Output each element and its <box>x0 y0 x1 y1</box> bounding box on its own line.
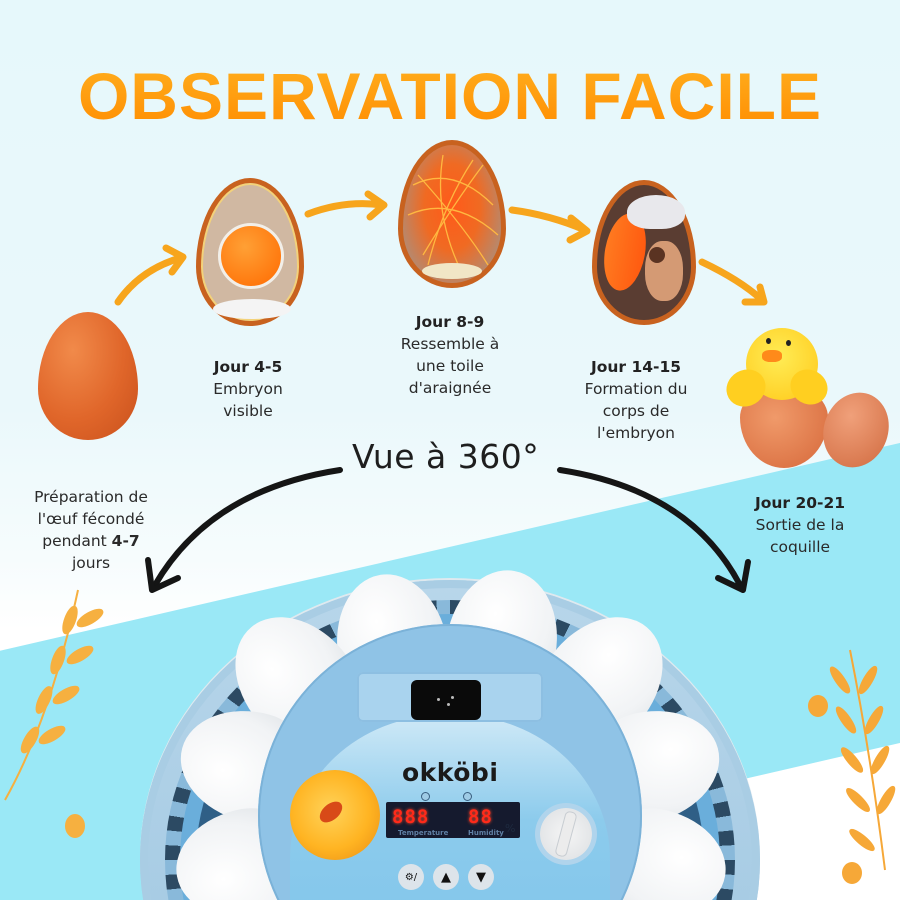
wheat-left-icon <box>4 589 104 838</box>
humidity-label: Humidity <box>468 829 504 837</box>
egg-yolk-cross-section-icon <box>196 178 304 326</box>
lcd-display: 888 88 Temperature Humidity <box>386 802 520 838</box>
brand-logo: okköbi <box>402 758 499 787</box>
stage-day8-9-text: Jour 8-9 Ressemble à une toile d'araigné… <box>400 313 500 397</box>
egg-blood-vessels-cross-section-icon <box>398 140 506 288</box>
brown-egg-icon <box>38 312 138 440</box>
turning-knob[interactable] <box>540 808 592 860</box>
arrow-icon <box>698 258 766 304</box>
page-title: OBSERVATION FACILE <box>0 58 900 134</box>
settings-light-button[interactable]: ⚙/ <box>398 864 424 890</box>
humidity-indicator-led <box>463 792 472 801</box>
sensor-window <box>411 680 481 720</box>
rotate-left-arrow-icon <box>152 467 343 588</box>
temperature-label: Temperature <box>398 829 449 837</box>
stage-preparation-text: Préparation de l'œuf fécondé pendant 4-7… <box>34 488 148 572</box>
arrow-icon <box>114 254 184 306</box>
hatching-chick-icon <box>719 320 900 477</box>
arrow-icon <box>304 200 386 218</box>
egg-embryo-cross-section-icon <box>592 180 696 325</box>
temperature-indicator-led <box>421 792 430 801</box>
gear-light-icon: ⚙/ <box>404 871 418 883</box>
stage-day4-5-text: Jour 4-5 Embryon visible <box>213 358 283 420</box>
humidity-readout: 88 <box>468 806 493 828</box>
view-360-label: Vue à 360° <box>352 437 540 476</box>
temperature-readout: 888 <box>392 806 430 828</box>
up-button[interactable]: ▲ <box>433 864 459 890</box>
arrow-down-icon: ▼ <box>476 869 486 885</box>
down-button[interactable]: ▼ <box>468 864 494 890</box>
wheat-right-icon <box>808 649 896 884</box>
egg-candling-light[interactable] <box>290 770 380 860</box>
stage-day20-21-text: Jour 20-21 Sortie de la coquille <box>754 494 846 556</box>
rotate-right-arrow-icon <box>557 467 743 588</box>
arrow-up-icon: ▲ <box>441 869 451 885</box>
humidity-unit: % <box>505 822 516 835</box>
stage-day14-15-text: Jour 14-15 Formation du corps de l'embry… <box>584 358 688 442</box>
